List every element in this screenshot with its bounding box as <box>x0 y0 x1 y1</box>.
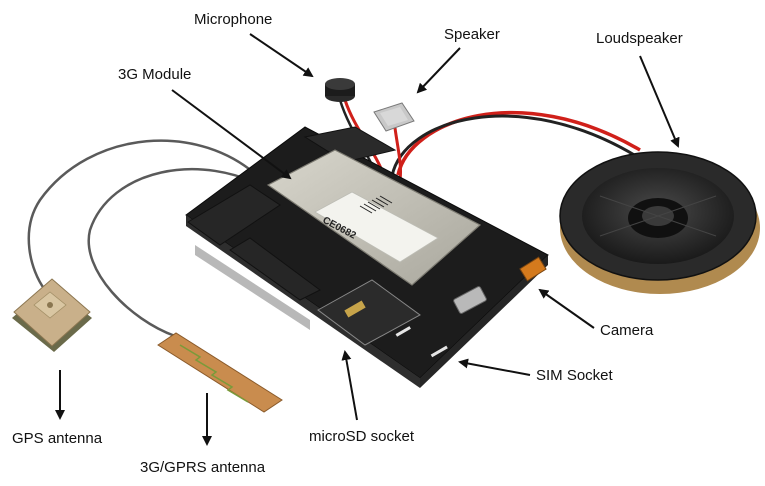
arrow-sim-socket <box>458 358 531 376</box>
header-connector-front <box>229 237 321 301</box>
arrow-microphone <box>249 33 314 78</box>
arrow-loudspeaker <box>639 55 680 148</box>
label-camera: Camera <box>600 322 654 339</box>
loudspeaker <box>559 151 760 294</box>
label-gprs-antenna: 3G/GPRS antenna <box>140 459 266 476</box>
gprs-antenna-cable <box>87 168 271 338</box>
sim-socket-contact <box>344 300 366 318</box>
label-microsd-socket: microSD socket <box>309 428 415 445</box>
gps-antenna <box>12 278 92 352</box>
gps-antenna-cable <box>27 139 263 291</box>
header-pins-row <box>195 245 310 330</box>
3g-module-barcode <box>359 195 393 214</box>
speaker-wire-red <box>396 110 641 176</box>
label-loudspeaker: Loudspeaker <box>596 30 683 47</box>
label-microphone: Microphone <box>194 11 273 28</box>
microphone <box>325 78 355 102</box>
speaker-wire-black <box>390 114 637 177</box>
usb-connector <box>453 286 487 314</box>
header-connector-left <box>187 184 281 246</box>
arrow-speaker <box>416 47 461 94</box>
silkscreen-marks <box>395 326 448 358</box>
label-sim-socket: SIM Socket <box>536 367 613 384</box>
gprs-antenna <box>157 332 283 413</box>
arrow-camera <box>538 288 595 329</box>
arrow-3g-module <box>171 89 292 180</box>
sim-socket <box>317 279 421 346</box>
arrow-microsd-socket <box>341 350 358 421</box>
label-gps-antenna: GPS antenna <box>12 430 103 447</box>
small-speaker <box>373 102 415 132</box>
label-3g-module: 3G Module <box>118 66 192 83</box>
camera-connector <box>519 256 547 282</box>
small-speaker-wire <box>393 127 402 181</box>
3g-module-sticker <box>314 191 439 263</box>
label-speaker: Speaker <box>444 26 500 43</box>
shield-board-edge-right <box>420 255 548 388</box>
